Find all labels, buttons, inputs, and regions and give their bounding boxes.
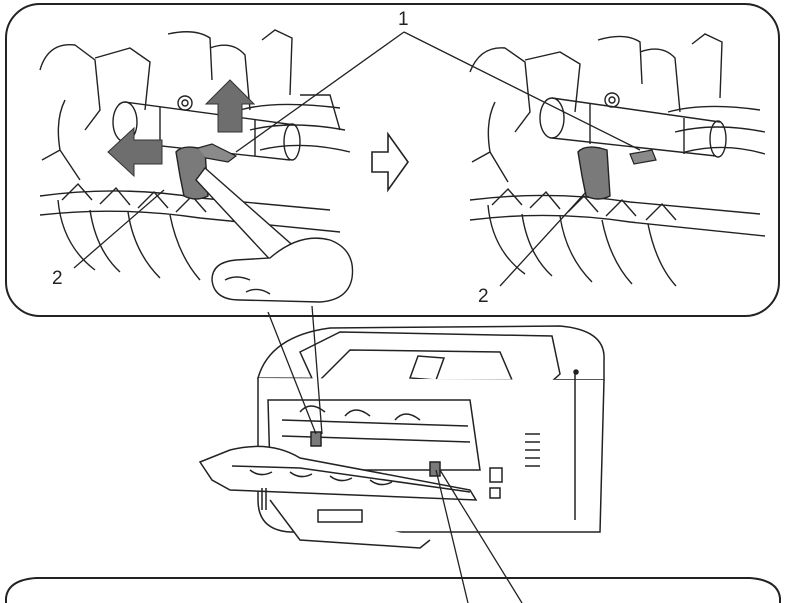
arrow-right-outline-icon xyxy=(371,131,409,193)
lower-detail-panel-edge xyxy=(5,577,781,603)
callout-1: 1 xyxy=(398,9,409,30)
push-left-arrow xyxy=(107,126,163,178)
lift-up-arrow xyxy=(204,79,256,133)
hand-icon xyxy=(195,166,354,303)
green-lever-left xyxy=(175,143,238,200)
callout-2-right-leader xyxy=(499,191,587,287)
printer-rear-view xyxy=(198,325,605,549)
callout-1-right-leader xyxy=(403,31,641,151)
detail-panel: 2 xyxy=(5,3,780,317)
callout-2-left: 2 xyxy=(52,268,63,289)
callout-1-left-leader xyxy=(235,31,405,153)
detail-after xyxy=(469,33,766,287)
callout-2-right: 2 xyxy=(478,286,489,307)
zoom-leaders xyxy=(267,305,523,603)
green-lever-right xyxy=(577,146,657,200)
callout-2-left-leader xyxy=(73,189,165,269)
